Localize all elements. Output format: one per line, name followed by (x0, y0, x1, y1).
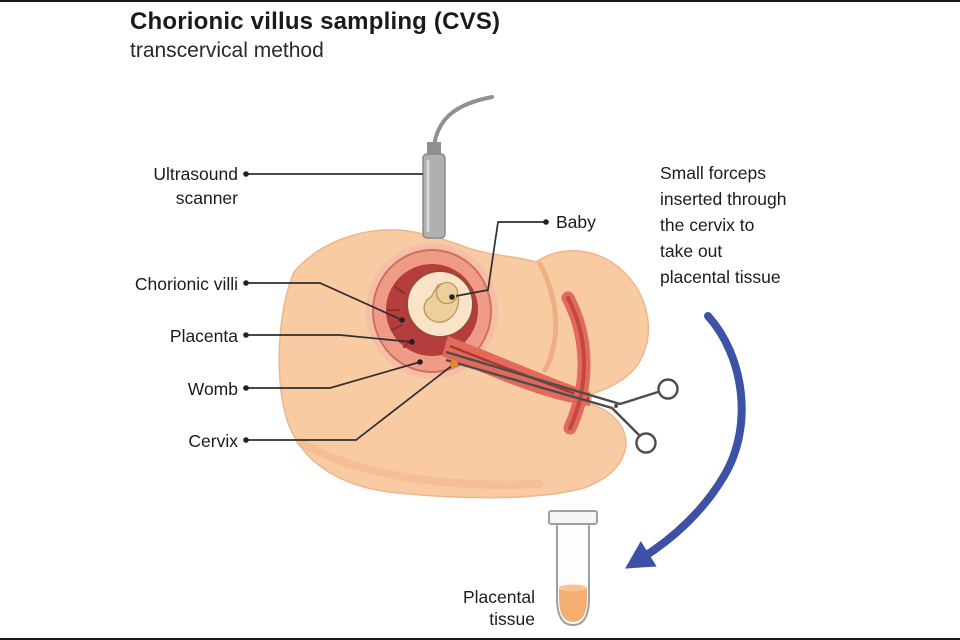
label-placental-tissue: Placental tissue (463, 587, 535, 629)
label-cervix: Cervix (188, 431, 238, 451)
label-placenta: Placenta (169, 326, 238, 346)
leader-placenta (246, 334, 413, 343)
fetus-head (435, 281, 459, 305)
body-shading-crease (537, 261, 559, 373)
leader-womb (246, 361, 421, 389)
tissue-sample (559, 588, 587, 622)
flow-arrow (625, 312, 746, 569)
tube-body-outline (556, 524, 590, 627)
annotation-forceps-note: Small forceps inserted through the cervi… (660, 163, 787, 287)
labia-fold-inner (566, 296, 586, 430)
page-title: Chorionic villus sampling (CVS) (130, 8, 501, 35)
label-womb: Womb (187, 379, 238, 399)
probe-connector (427, 142, 441, 156)
tissue-surface (559, 584, 587, 592)
forceps (445, 350, 679, 454)
cervix-dot (450, 360, 458, 368)
label-baby: Baby (556, 212, 596, 232)
label-chorionic-villi: Chorionic villi (134, 274, 238, 294)
tube-rim (548, 510, 598, 525)
body-shading-bottom (296, 438, 544, 489)
ultrasound-probe (422, 153, 446, 239)
test-tube (548, 510, 598, 627)
forceps-pivot (614, 404, 618, 408)
leader-villi (246, 282, 403, 321)
page-subtitle: transcervical method (130, 39, 324, 62)
probe-cable (432, 95, 494, 148)
leader-cervix (246, 363, 455, 441)
leader-lines (246, 173, 546, 441)
label-ultrasound-scanner: Ultrasound scanner (153, 164, 238, 208)
leader-baby (455, 221, 546, 297)
leader-dots (243, 171, 549, 443)
